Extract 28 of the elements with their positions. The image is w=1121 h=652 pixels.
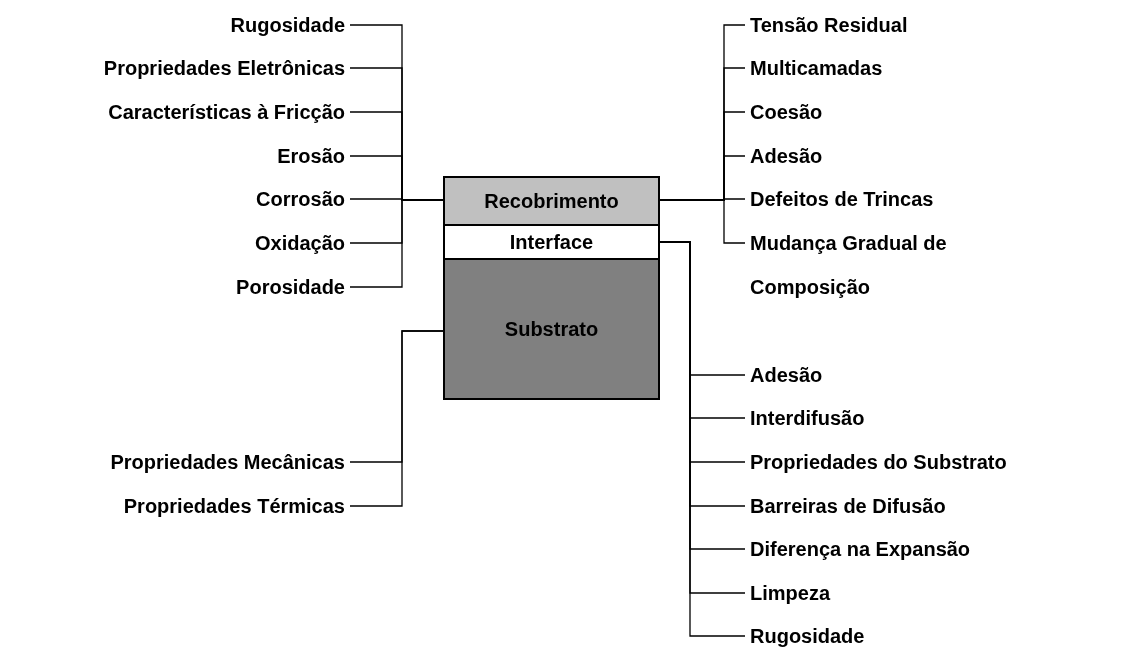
property-label: Defeitos de Trincas — [745, 177, 1105, 221]
property-label: Erosão — [0, 134, 350, 178]
property-label: Adesão — [745, 134, 1105, 178]
property-label: Multicamadas — [745, 46, 1105, 90]
property-label: Oxidação — [0, 221, 350, 265]
property-label: Coesão — [745, 90, 1105, 134]
property-label: Interdifusão — [745, 396, 1105, 440]
property-label: Porosidade — [0, 265, 350, 309]
connector-line — [659, 199, 746, 244]
property-label: Características à Fricção — [0, 90, 350, 134]
property-label: Rugosidade — [0, 3, 350, 47]
coating-layer-box: Recobrimento — [443, 176, 660, 226]
property-label: Limpeza — [745, 571, 1105, 615]
property-label: Adesão — [745, 353, 1105, 397]
property-label: Propriedades Térmicas — [0, 484, 350, 528]
connector-line — [349, 199, 444, 288]
property-label: Diferença na Expansão — [745, 527, 1105, 571]
property-label: Tensão Residual — [745, 3, 1105, 47]
property-label: Propriedades Eletrônicas — [0, 46, 350, 90]
substrate-layer-box: Substrato — [443, 260, 660, 400]
property-label: Propriedades Mecânicas — [0, 440, 350, 484]
property-label: Rugosidade — [745, 614, 1105, 652]
connector-line — [349, 330, 444, 507]
interface-layer-box: Interface — [443, 226, 660, 260]
property-label: Corrosão — [0, 177, 350, 221]
property-label: Mudança Gradual de Composição — [745, 221, 985, 309]
property-label: Barreiras de Difusão — [745, 484, 1105, 528]
property-label: Propriedades do Substrato — [745, 440, 1105, 484]
